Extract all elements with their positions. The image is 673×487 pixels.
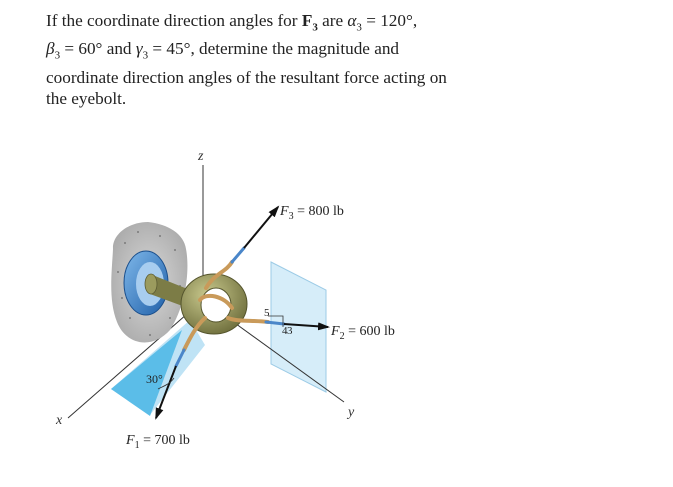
problem-line-4: the eyebolt.: [46, 88, 127, 108]
gamma-symbol: γ: [135, 39, 143, 59]
gamma-subscript: 3: [142, 49, 149, 62]
force-f2-value: = 600 lb: [345, 324, 395, 339]
eyebolt-shank: [150, 274, 190, 308]
force-f1-letter: F: [125, 433, 135, 448]
force-f2-label: F2 = 600 lb: [330, 324, 395, 342]
gamma-value: = 45°, determine the magnitude and: [148, 39, 400, 59]
force-f3-label: F3 = 800 lb: [279, 204, 344, 222]
force-f3-symbol: F3: [301, 11, 318, 34]
force-f1-value: = 700 lb: [140, 433, 190, 448]
force-f3-letter: F: [279, 204, 289, 219]
force-subscript: 3: [312, 21, 318, 34]
beta-symbol: β: [46, 39, 55, 59]
alpha-subscript: 3: [356, 21, 362, 34]
force-f1-label: F1 = 700 lb: [125, 433, 190, 451]
problem-line-2: β3 = 60° and γ3 = 45°, determine the mag…: [46, 38, 536, 66]
rope-knots: [182, 260, 270, 352]
xy-plane-dark: [111, 330, 182, 416]
problem-line-3: coordinate direction angles of the resul…: [46, 67, 447, 87]
beta-value: = 60° and: [60, 39, 136, 59]
force-f2-subscript: 2: [340, 331, 345, 342]
force-f2-arrow: [283, 322, 330, 331]
axis-z-label: z: [197, 149, 204, 164]
axis-y-label: y: [346, 405, 355, 420]
slope-leg-b-label: 3: [287, 325, 293, 337]
force-f3-subscript: 3: [289, 211, 294, 222]
axis-x-label: x: [55, 413, 63, 428]
force-f1-subscript: 1: [135, 440, 140, 451]
beta-subscript: 3: [54, 49, 61, 62]
slope-hypotenuse-label: 5: [264, 307, 270, 319]
eyebolt-shank-end: [144, 273, 158, 295]
force-letter: F: [301, 11, 313, 30]
angle-30-label: 30°: [146, 372, 163, 386]
problem-line-1: If the coordinate direction angles for F…: [46, 10, 536, 38]
rope-blue-cords: [174, 246, 286, 368]
alpha-symbol: α: [347, 11, 357, 30]
force-f3-value: = 800 lb: [294, 204, 344, 219]
problem-line-1-mid: are: [317, 11, 348, 30]
alpha-value: = 120°,: [361, 11, 418, 30]
force-f2-letter: F: [330, 324, 340, 339]
problem-statement: If the coordinate direction angles for F…: [46, 10, 536, 109]
force-f1-arrow: [155, 365, 177, 420]
slope-triangle: 5 4 3: [264, 307, 293, 337]
problem-line-1-prefix: If the coordinate direction angles for: [46, 11, 302, 30]
angle-arc: [157, 377, 175, 390]
x-axis: [67, 299, 204, 419]
slope-leg-a-label: 4: [282, 325, 288, 337]
force-f3-arrow: [243, 205, 280, 249]
